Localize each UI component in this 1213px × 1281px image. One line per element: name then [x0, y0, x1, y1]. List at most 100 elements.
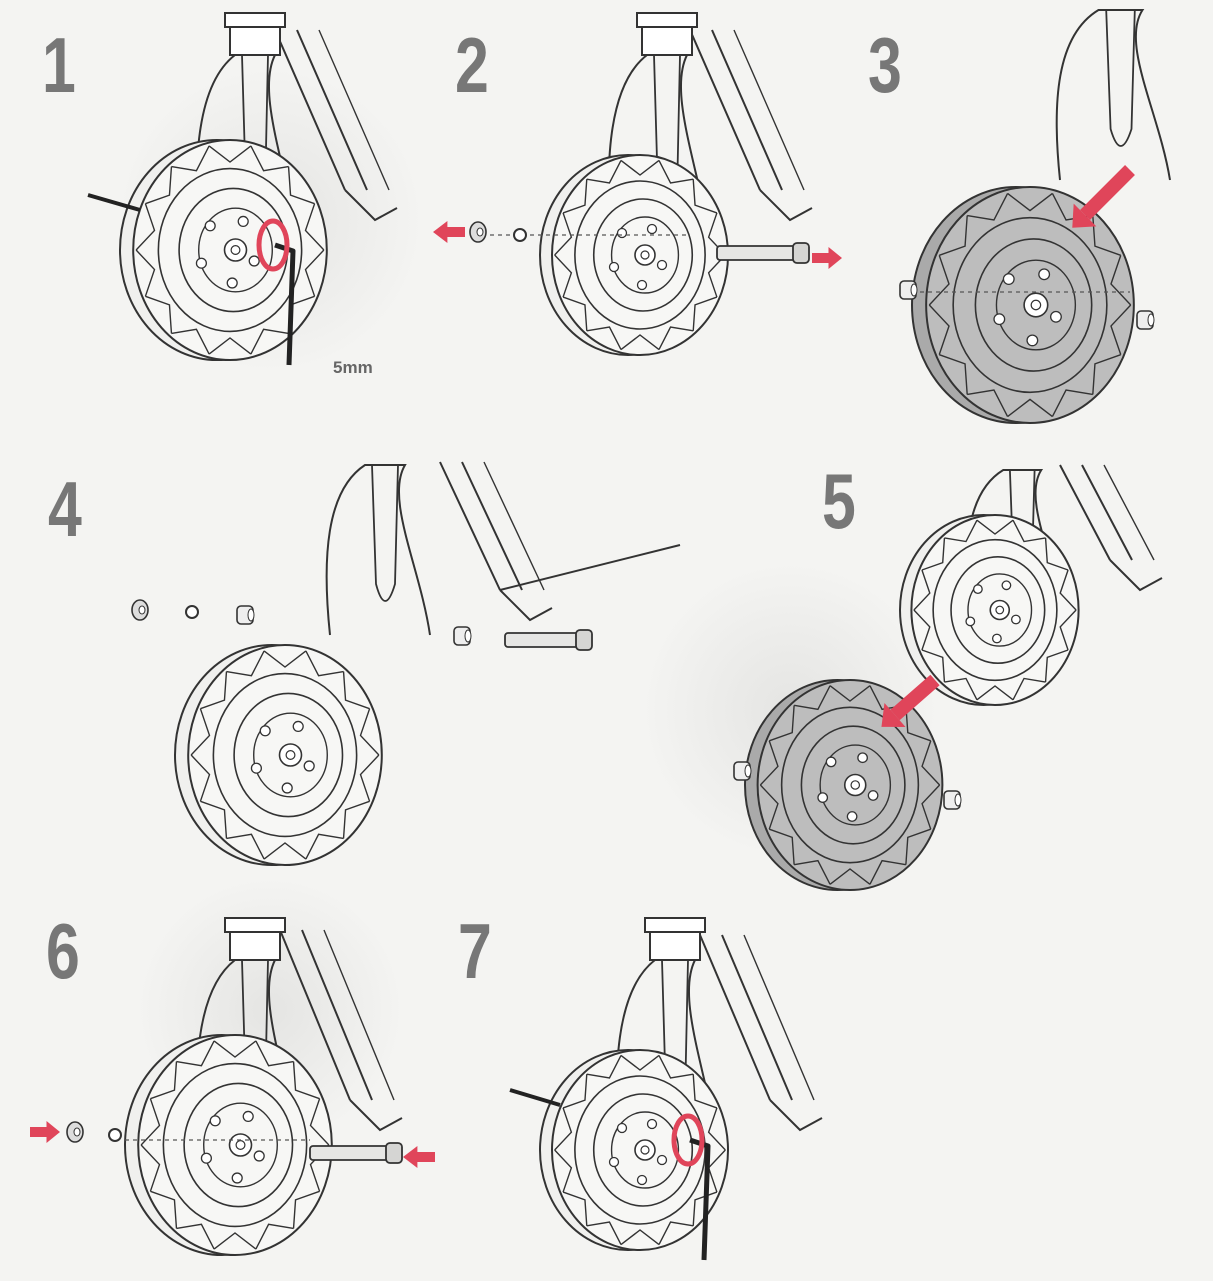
frame-line — [1082, 465, 1132, 560]
step-5-wheel-inserted — [745, 680, 942, 890]
frame-line — [1104, 465, 1154, 560]
caster-housing — [230, 25, 280, 55]
frame-foot — [760, 190, 812, 220]
step-3-fork — [1057, 10, 1170, 180]
hub-bolt — [227, 278, 237, 288]
step-4-footrest — [500, 545, 680, 590]
spacer-end — [1148, 314, 1154, 326]
frame-foot — [350, 1100, 402, 1130]
step-3-spacer-right — [1137, 311, 1154, 329]
hub-bolt — [610, 263, 619, 272]
hub-bolt — [251, 763, 261, 773]
step-2-washer — [514, 229, 526, 241]
step-4-number: 4 — [48, 470, 82, 548]
caster-housing — [230, 930, 280, 960]
hub-bolt — [618, 1124, 627, 1133]
spacer-end — [745, 765, 751, 777]
axle-centre — [851, 781, 859, 789]
nut-hole — [74, 1128, 80, 1136]
hub-bolt — [282, 783, 292, 793]
axle-centre — [236, 1141, 245, 1150]
allen-key-size-label: 5mm — [333, 358, 373, 378]
hub-bolt — [1027, 335, 1038, 346]
step-5-spacer-left — [734, 762, 751, 780]
step-4-fork — [327, 465, 430, 635]
frame-line — [324, 930, 394, 1100]
step-4-wheel — [175, 645, 382, 865]
frame-line — [690, 30, 760, 190]
step-5-frame — [1060, 465, 1162, 590]
step-6-number: 6 — [46, 912, 80, 990]
axle-centre — [641, 251, 649, 259]
frame-foot — [500, 590, 552, 620]
hub-bolt — [238, 216, 248, 226]
step-7-frame — [700, 935, 822, 1130]
hub-bolt — [648, 225, 657, 234]
hub-bolt — [1039, 269, 1050, 280]
step-4-bolt — [505, 630, 592, 650]
step-5-wheel-mounted — [900, 515, 1079, 705]
caster-cap — [225, 918, 285, 932]
hub-bolt — [210, 1116, 220, 1126]
step-4-spacer-right — [454, 627, 471, 645]
step-6-arrow-left — [30, 1121, 60, 1143]
fork-stem — [372, 465, 398, 601]
frame-line — [1060, 465, 1110, 560]
caster-cap — [225, 13, 285, 27]
hub-bolt — [638, 281, 647, 290]
hub-bolt — [974, 585, 983, 594]
step-6-washer — [109, 1129, 121, 1141]
hub-bolt — [648, 1120, 657, 1129]
step-1-number: 1 — [42, 26, 76, 104]
step-6-bolt — [310, 1143, 402, 1163]
hub-bolt — [868, 791, 877, 800]
axle-centre — [1031, 300, 1040, 309]
spacer-end — [955, 794, 961, 806]
axle-centre — [996, 606, 1004, 614]
frame-line — [734, 30, 804, 190]
axle-centre — [641, 1146, 649, 1154]
fork-outline — [327, 465, 430, 635]
frame-foot — [345, 190, 397, 220]
hub-bolt — [658, 261, 667, 270]
hub-bolt — [618, 229, 627, 238]
caster-housing — [650, 930, 700, 960]
hub-bolt — [249, 256, 259, 266]
frame-line — [302, 930, 372, 1100]
hub-bolt — [826, 757, 835, 766]
hub-bolt — [638, 1176, 647, 1185]
bolt-head — [386, 1143, 402, 1163]
arrow-shaft — [1085, 170, 1130, 215]
step-3-spacer-left — [900, 281, 917, 299]
hub-bolt — [232, 1173, 242, 1183]
hub-bolt — [847, 812, 856, 821]
axle-centre — [286, 751, 295, 760]
step-2-bolt — [717, 243, 809, 263]
step-4-frame — [440, 462, 552, 620]
frame-foot — [1110, 560, 1162, 590]
arrow-shape — [433, 221, 465, 243]
step-6-wheel — [125, 1035, 332, 1255]
fork-stem — [1106, 10, 1135, 146]
step-4-spacer-left — [237, 606, 254, 624]
hub-bolt — [205, 221, 215, 231]
caster-cap — [645, 918, 705, 932]
step-1-wheel — [120, 140, 327, 360]
step-6-nut — [67, 1122, 83, 1142]
spacer-end — [248, 609, 254, 621]
hub-bolt — [254, 1151, 264, 1161]
hub-bolt — [610, 1158, 619, 1167]
caster-cap — [637, 13, 697, 27]
step-3-number: 3 — [868, 26, 902, 104]
step-2-number: 2 — [455, 26, 489, 104]
hub-bolt — [260, 726, 270, 736]
hub-bolt — [201, 1153, 211, 1163]
hub-bolt — [243, 1111, 253, 1121]
hub-bolt — [1003, 274, 1014, 285]
hub-bolt — [1051, 311, 1062, 322]
bolt-shaft — [505, 633, 580, 647]
nut-hole — [139, 606, 145, 614]
hub-bolt — [1012, 615, 1021, 624]
hub-bolt — [304, 761, 314, 771]
